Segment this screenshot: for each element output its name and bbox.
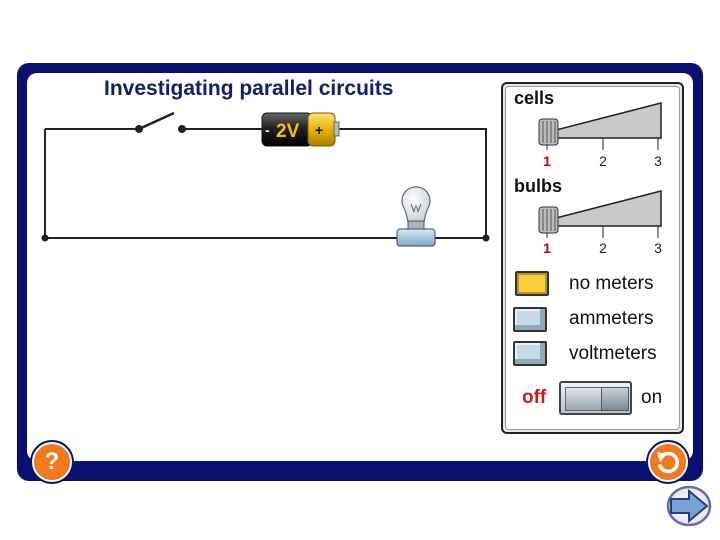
bulbs-tick-3[interactable]: 3 — [654, 240, 662, 256]
switch-off-label: off — [522, 387, 547, 408]
bulbs-label: bulbs — [514, 176, 562, 196]
junction-dot-right — [482, 234, 490, 242]
voltmeters-button[interactable] — [513, 341, 547, 366]
next-button[interactable] — [665, 484, 713, 528]
voltmeters-label: voltmeters — [569, 343, 657, 364]
cells-slider-knob[interactable] — [538, 118, 559, 146]
cells-tick-3[interactable]: 3 — [654, 153, 662, 169]
switch-on-label: on — [641, 387, 663, 408]
battery-cell: - 2V + — [261, 112, 340, 147]
cells-tick-2[interactable]: 2 — [599, 153, 607, 169]
cells-label: cells — [514, 88, 555, 108]
switch-lever-end — [601, 387, 629, 411]
junction-dot-left — [41, 234, 49, 242]
bulbs-slider-knob[interactable] — [538, 206, 559, 234]
bulbs-tick-2[interactable]: 2 — [599, 240, 607, 256]
switch-lever — [565, 387, 602, 411]
battery-minus: - — [265, 122, 270, 138]
next-arrow-icon — [670, 488, 709, 524]
page-title: Investigating parallel circuits — [104, 77, 394, 100]
bulbs-tick-1[interactable]: 1 — [543, 240, 551, 256]
battery-voltage-label: 2V — [276, 121, 300, 142]
power-toggle-switch[interactable] — [559, 381, 632, 415]
ammeters-label: ammeters — [569, 308, 654, 329]
bulbs-slider[interactable] — [530, 188, 670, 248]
no-meters-button[interactable] — [515, 271, 549, 296]
battery-plus: + — [315, 122, 323, 138]
controls-panel-inner — [505, 86, 680, 430]
ammeters-button[interactable] — [513, 307, 547, 332]
reset-button[interactable] — [648, 442, 688, 482]
cells-tick-1[interactable]: 1 — [543, 153, 551, 169]
help-button[interactable]: ? — [32, 442, 72, 482]
cells-slider[interactable] — [530, 100, 670, 160]
bulb — [396, 186, 436, 247]
no-meters-label: no meters — [569, 273, 654, 294]
undo-arrow-icon — [657, 451, 679, 474]
circuit-switch[interactable] — [135, 111, 186, 133]
